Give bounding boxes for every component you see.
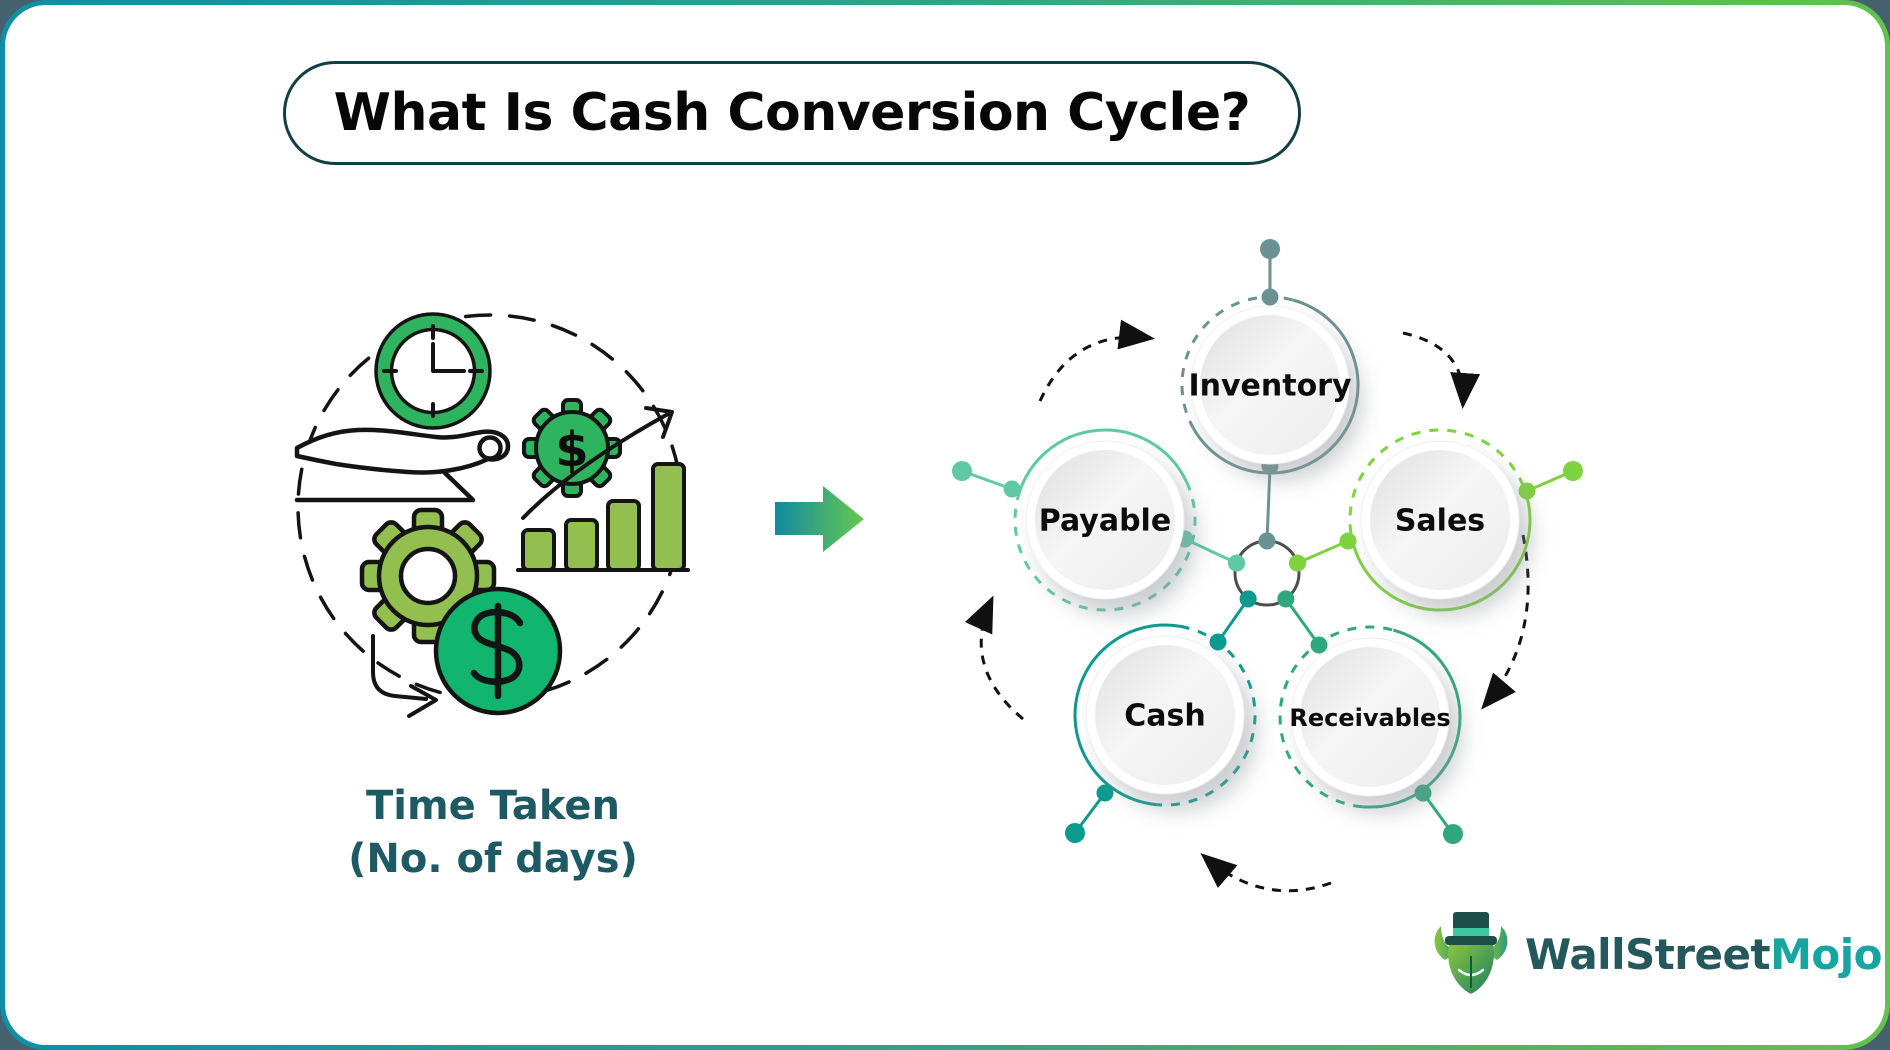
title-banner: What Is Cash Conversion Cycle? bbox=[283, 61, 1301, 165]
flow-arrow-icon bbox=[775, 486, 864, 552]
arrow-inventory-to-sales bbox=[1402, 331, 1481, 409]
sales-label: Sales bbox=[1395, 504, 1485, 539]
cycle-node-sales: Sales bbox=[1288, 428, 1583, 612]
dollar-coin-icon bbox=[433, 586, 563, 716]
growth-arrow-icon bbox=[521, 406, 674, 520]
bar-chart-icon bbox=[516, 462, 690, 572]
caption-line-2: (No. of days) bbox=[348, 835, 638, 882]
bull-hat-brim bbox=[1445, 936, 1497, 945]
arrow-receivables-to-cash bbox=[1200, 853, 1332, 893]
arrow-payable-to-inventory bbox=[1038, 319, 1155, 402]
logo-wordmark: WallStreetMojo bbox=[1525, 930, 1882, 979]
cycle-node-cash: Cash bbox=[1065, 590, 1257, 843]
cycle-node-receivables: Receivables bbox=[1277, 590, 1463, 844]
clock-icon bbox=[374, 312, 492, 430]
cycle-arrows bbox=[964, 319, 1530, 893]
inventory-label: Inventory bbox=[1188, 369, 1352, 404]
cash-label: Cash bbox=[1124, 699, 1205, 734]
content-canvas: What Is Cash Conversion Cycle? bbox=[5, 5, 1885, 1045]
cycle-node-inventory: Inventory bbox=[1180, 239, 1360, 550]
arrow-cash-to-payable bbox=[964, 595, 1024, 721]
logo-text-wallstreet: WallStreet bbox=[1525, 929, 1771, 979]
logo-text-mojo: Mojo bbox=[1770, 929, 1882, 979]
page-title: What Is Cash Conversion Cycle? bbox=[333, 83, 1251, 143]
receivables-label: Receivables bbox=[1289, 704, 1450, 732]
gear-dollar-icon: $ bbox=[522, 398, 622, 498]
time-taken-illustration: $ bbox=[294, 312, 690, 718]
svg-text:$: $ bbox=[555, 422, 588, 478]
wallstreetmojo-logo: WallStreetMojo bbox=[1427, 908, 1882, 1000]
cash-conversion-cycle-diagram: Inventory Payable bbox=[952, 239, 1583, 893]
hand-icon bbox=[294, 427, 511, 503]
caption-line-1: Time Taken bbox=[366, 783, 620, 829]
payable-label: Payable bbox=[1039, 504, 1171, 539]
gear-icon bbox=[359, 507, 497, 645]
cycle-node-payable: Payable bbox=[952, 428, 1246, 612]
loop-arrow-icon bbox=[371, 634, 438, 718]
time-taken-caption: Time Taken (No. of days) bbox=[263, 780, 723, 886]
cycle-hub-dots bbox=[1228, 532, 1306, 608]
logo-bull-icon bbox=[1434, 912, 1508, 994]
bull-hat-band bbox=[1453, 928, 1489, 936]
arrow-sales-to-receivables bbox=[1481, 534, 1530, 710]
